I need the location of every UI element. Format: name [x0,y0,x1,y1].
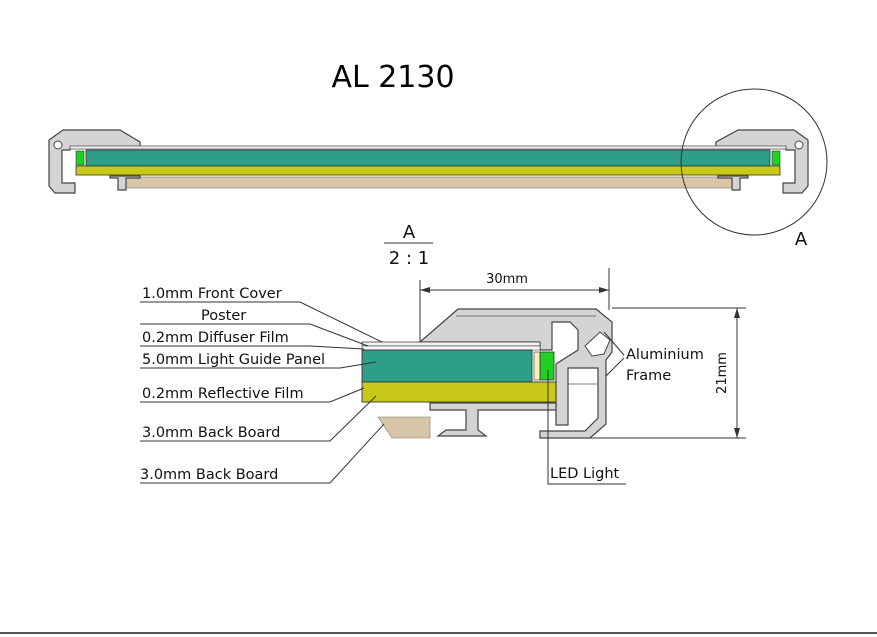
dim-width-label: 30mm [486,272,528,287]
detail-frame-profile [418,308,613,439]
left-frame-channel [53,140,63,150]
layer-label-front-cover: 1.0mm Front Cover [142,286,282,302]
detail-section: 30mm 21mm Aluminium Frame LED Light 1.0m… [140,268,746,485]
overview-back-board [119,176,733,189]
frame-leader-1 [603,331,625,356]
scale-label: A 2 : 1 [384,222,433,269]
detail-light-guide [361,349,533,383]
leader-diffuser [140,345,365,350]
scale-ratio: 2 : 1 [389,248,429,269]
leader-back-board-2 [140,423,385,484]
detail-poster [361,345,541,351]
led-label: LED Light [550,466,620,482]
layer-label-poster: Poster [201,308,246,324]
layer-label-light-guide: 5.0mm Light Guide Panel [142,352,325,368]
detail-led [539,351,555,381]
overview-led-right [771,150,781,166]
overview-back-clip-left [109,175,141,191]
overview-section: A [48,88,828,250]
overview-light-guide [85,149,771,167]
right-frame-channel [794,140,804,150]
frame-label-line2: Frame [626,368,671,384]
detail-front-cover [361,341,541,347]
frame-leader-2 [605,357,625,377]
dim-height-label: 21mm [715,352,730,394]
detail-reflective-film [361,381,557,403]
layer-label-back-board-1: 3.0mm Back Board [142,425,280,441]
overview-front-cover [69,145,787,150]
detail-marker: A [795,229,808,250]
detail-circle [680,88,828,236]
led-leader [547,370,626,485]
leader-light-guide [140,361,377,369]
dim-width-arrow-right [599,287,609,293]
detail-back-board [377,416,431,439]
dim-width-arrow-left [420,287,430,293]
scale-letter: A [403,222,416,243]
overview-reflective-film [75,165,781,176]
leader-reflective [140,387,365,403]
leader-front-cover [140,301,383,343]
layer-label-back-board-2: 3.0mm Back Board [140,467,278,483]
detail-back-clip [429,402,557,437]
frame-label-line1: Aluminium [626,347,704,363]
overview-led-left [75,150,85,166]
diagram-title: AL 2130 [331,60,454,95]
dim-height-arrow-top [734,308,740,318]
leader-poster [140,323,369,347]
leader-back-board-1 [140,395,377,442]
detail-led-base [533,351,541,381]
dim-height-arrow-bottom [734,428,740,438]
layer-label-reflective: 0.2mm Reflective Film [142,386,304,402]
overview-back-clip-right [717,175,749,191]
layer-label-diffuser: 0.2mm Diffuser Film [142,330,289,346]
detail-frame-groove [584,331,611,357]
